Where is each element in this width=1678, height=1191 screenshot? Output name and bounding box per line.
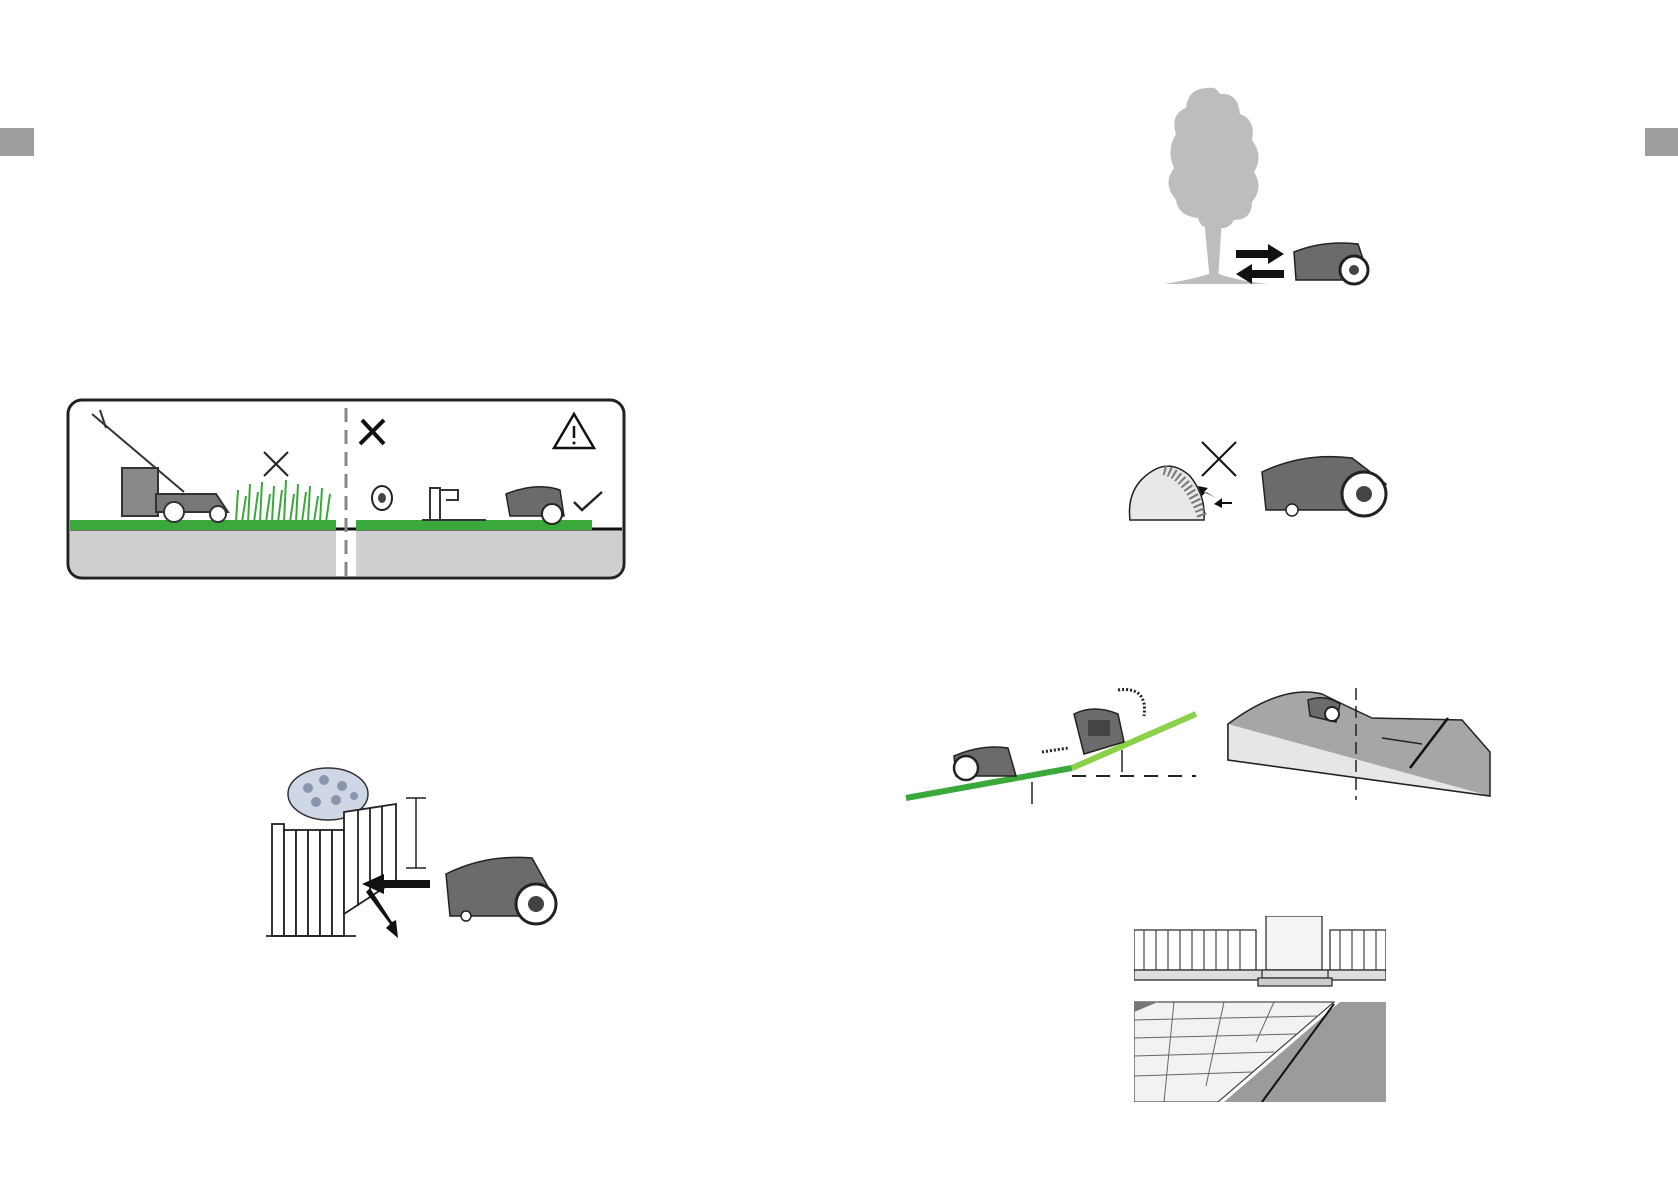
fence-icon: [266, 804, 396, 936]
slope-terrain-drawing: [1222, 680, 1498, 802]
slope-line-icon: [906, 714, 1196, 798]
slope-figure: [904, 680, 1204, 810]
robot-mower-icon: [954, 747, 1016, 780]
robot-mower-icon: [1262, 457, 1386, 516]
paving-icon: [1134, 1002, 1386, 1102]
cross-icon: [1202, 442, 1236, 476]
pre-mow-lawn-panel: [66, 398, 626, 580]
rock-icon: [1130, 466, 1205, 520]
robot-mower-icon: [1294, 243, 1368, 284]
arrow-icon: [362, 874, 430, 938]
rock-obstacle-figure: [1124, 436, 1404, 536]
rotate-arrow-icon: [1118, 690, 1144, 716]
section-tab-right: [1645, 128, 1678, 156]
robot-mower-icon: [446, 857, 556, 924]
paved-path-figure: [1134, 916, 1386, 1102]
section-tab-left: [0, 128, 34, 156]
double-arrow-icon: [1236, 244, 1284, 284]
tree-obstacle-figure: [1140, 84, 1380, 290]
fence-obstacle-figure: [266, 764, 586, 944]
terrain-icon: [1228, 688, 1490, 800]
wire-spool-icon: [372, 486, 392, 510]
